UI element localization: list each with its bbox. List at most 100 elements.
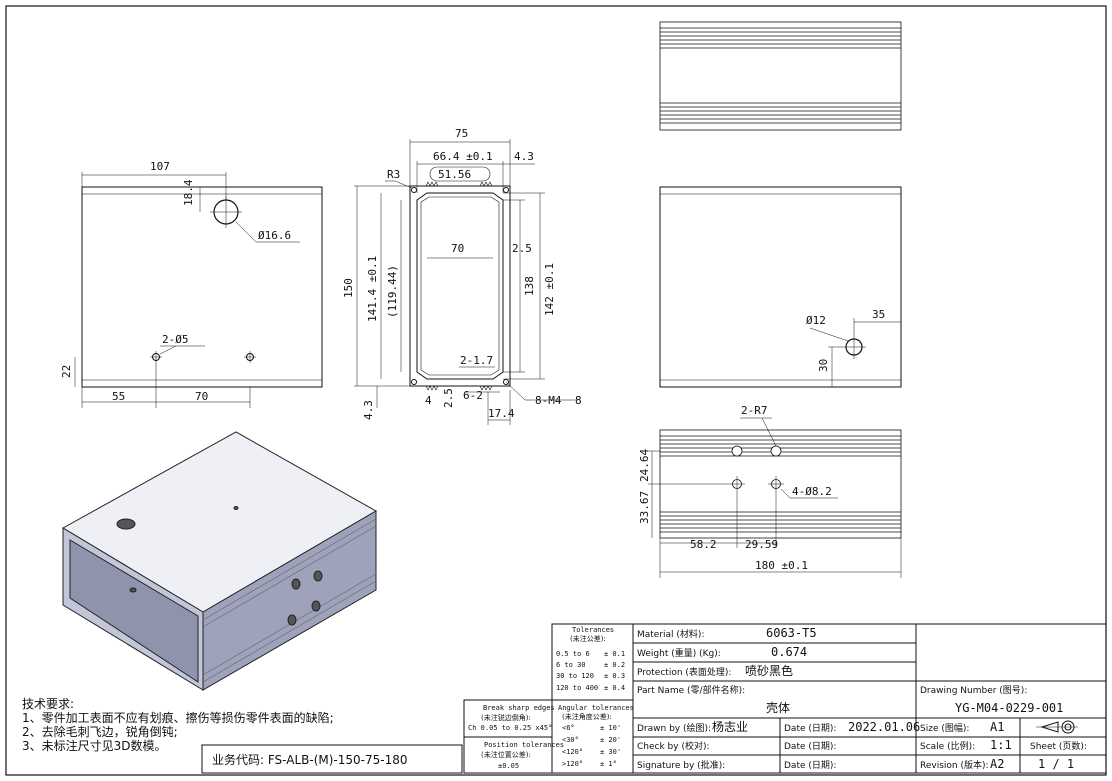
- bottom-view: [648, 417, 902, 578]
- tol-title: Tolerances: [572, 626, 614, 634]
- dim-17-4: 17.4: [488, 407, 515, 420]
- tol-sub: (未注公差):: [570, 634, 606, 643]
- dim-hole-12: Ø12: [806, 314, 826, 327]
- scale-value: 1:1: [990, 738, 1012, 752]
- dim-4-3-top: 4.3: [514, 150, 534, 163]
- dim-4-3-foot: 4.3: [362, 400, 375, 420]
- side-view: [74, 172, 323, 408]
- protection-label: Protection (表面处理):: [637, 666, 731, 678]
- angular-range-4: >120°: [562, 760, 583, 768]
- angular-sub: (未注角度公差):: [562, 712, 612, 721]
- dim-wall-2-5: 2.5: [512, 242, 532, 255]
- weight-label: Weight (重量) (Kg):: [637, 647, 721, 659]
- dim-51-56: 51.56: [438, 168, 471, 181]
- top-hole-icon: [116, 518, 136, 530]
- position-tol-value: ±0.05: [498, 762, 519, 770]
- right-view: [659, 186, 902, 388]
- isometric-view: [61, 431, 378, 691]
- size-value: A1: [990, 720, 1004, 734]
- position-tol-sub: (未注位置公差):: [481, 750, 531, 759]
- check-label: Check by (校对):: [637, 740, 710, 752]
- angular-range-1: <6°: [562, 724, 575, 732]
- signature-label: Signature by (批准):: [637, 759, 725, 771]
- tol-range-3: 30 to 120: [556, 672, 594, 680]
- dim-groove: 2-1.7: [460, 354, 493, 367]
- drawn-value: 杨志业: [712, 719, 748, 734]
- dim-small-holes: 2-Ø5: [162, 333, 189, 346]
- angular-val-2: ± 20': [600, 736, 621, 744]
- drawn-label: Drawn by (绘图):: [637, 722, 711, 734]
- sheet-label: Sheet (页数):: [1030, 740, 1087, 752]
- weight-value: 0.674: [771, 645, 807, 659]
- dim-35: 35: [872, 308, 885, 321]
- notes-title: 技术要求:: [22, 697, 74, 711]
- dim-30: 30: [817, 359, 830, 372]
- size-label: Size (图幅):: [920, 722, 969, 734]
- material-label: Material (材料):: [637, 628, 704, 640]
- dim-18-4: 18.4: [182, 179, 195, 206]
- business-code-box: [201, 744, 463, 774]
- dim-180: 180 ±0.1: [755, 559, 808, 572]
- dim-24-64: 24.64: [638, 449, 651, 482]
- note-1: 1、零件加工表面不应有划痕、擦伤等损伤零件表面的缺陷;: [22, 710, 334, 725]
- dim-58-2: 58.2: [690, 538, 717, 551]
- dim-thread: 8-M4: [535, 394, 562, 407]
- dim-hole-dia: Ø16.6: [258, 229, 291, 242]
- sheet-border: [5, 5, 1107, 776]
- dim-141-4: 141.4 ±0.1: [366, 256, 379, 322]
- date-label-1: Date (日期):: [784, 723, 836, 734]
- revision-value: A2: [990, 757, 1004, 771]
- break-edges-title: Break sharp edges: [483, 704, 555, 712]
- dim-holes-8-2: 4-Ø8.2: [792, 485, 832, 498]
- dim-119-44: (119.44): [386, 265, 399, 318]
- dim-107: 107: [150, 160, 170, 173]
- position-tol-title: Position tolerances: [484, 741, 564, 749]
- dim-6-2: 6-2: [463, 389, 483, 402]
- dim-70: 70: [195, 390, 208, 403]
- tol-val-1: ± 0.1: [604, 650, 625, 658]
- scale-label: Scale (比例):: [920, 740, 975, 752]
- dim-55: 55: [112, 390, 125, 403]
- dim-slot-70: 70: [451, 242, 464, 255]
- date-label-3: Date (日期):: [784, 760, 836, 771]
- drawing-number-value: YG-M04-0229-001: [955, 701, 1063, 715]
- date-label-2: Date (日期):: [784, 741, 836, 752]
- sheet-value: 1 / 1: [1038, 757, 1074, 771]
- title-block: [463, 623, 1107, 774]
- dim-r7: 2-R7: [741, 404, 768, 417]
- date-value: 2022.01.06: [848, 720, 920, 734]
- tol-val-3: ± 0.3: [604, 672, 625, 680]
- projection-symbol-icon: [1036, 720, 1078, 734]
- dim-150: 150: [342, 278, 355, 298]
- dim-75: 75: [455, 127, 468, 140]
- section-view: [354, 139, 578, 425]
- tol-range-2: 6 to 30: [556, 661, 586, 669]
- dim-2-5-foot: 2.5: [442, 388, 455, 408]
- angular-title: Angular tolerances: [558, 704, 634, 712]
- note-3: 3、未标注尺寸见3D数模。: [22, 738, 167, 753]
- part-name-label: Part Name (零/部件名称):: [637, 684, 745, 696]
- business-code: 业务代码: FS-ALB-(M)-150-75-180: [212, 752, 407, 767]
- angular-range-3: <120°: [562, 748, 583, 756]
- tol-val-2: ± 0.2: [604, 661, 625, 669]
- angular-val-4: ± 1°: [600, 760, 617, 768]
- dim-r3: R3: [387, 168, 400, 181]
- dim-142: 142 ±0.1: [543, 263, 556, 316]
- dim-66-4: 66.4 ±0.1: [433, 150, 493, 163]
- tol-range-1: 0.5 to 6: [556, 650, 590, 658]
- drawing-number-label: Drawing Number (图号):: [920, 685, 1027, 696]
- protection-value: 喷砂黑色: [745, 664, 793, 678]
- tol-range-4: 120 to 400: [556, 684, 598, 692]
- material-value: 6063-T5: [766, 626, 817, 640]
- dim-33-67: 33.67: [638, 491, 651, 524]
- dim-4: 4: [425, 394, 432, 407]
- revision-label: Revision (版本):: [920, 759, 989, 771]
- break-edges-sub: (未注锐边倒角):: [481, 713, 531, 722]
- dim-138: 138: [523, 276, 536, 296]
- top-view: [659, 21, 902, 131]
- dim-thread-depth: 8: [575, 394, 582, 407]
- dim-29-59: 29.59: [745, 538, 778, 551]
- angular-range-2: <30°: [562, 736, 579, 744]
- break-edges-value: Ch 0.05 to 0.25 x45°: [468, 724, 552, 732]
